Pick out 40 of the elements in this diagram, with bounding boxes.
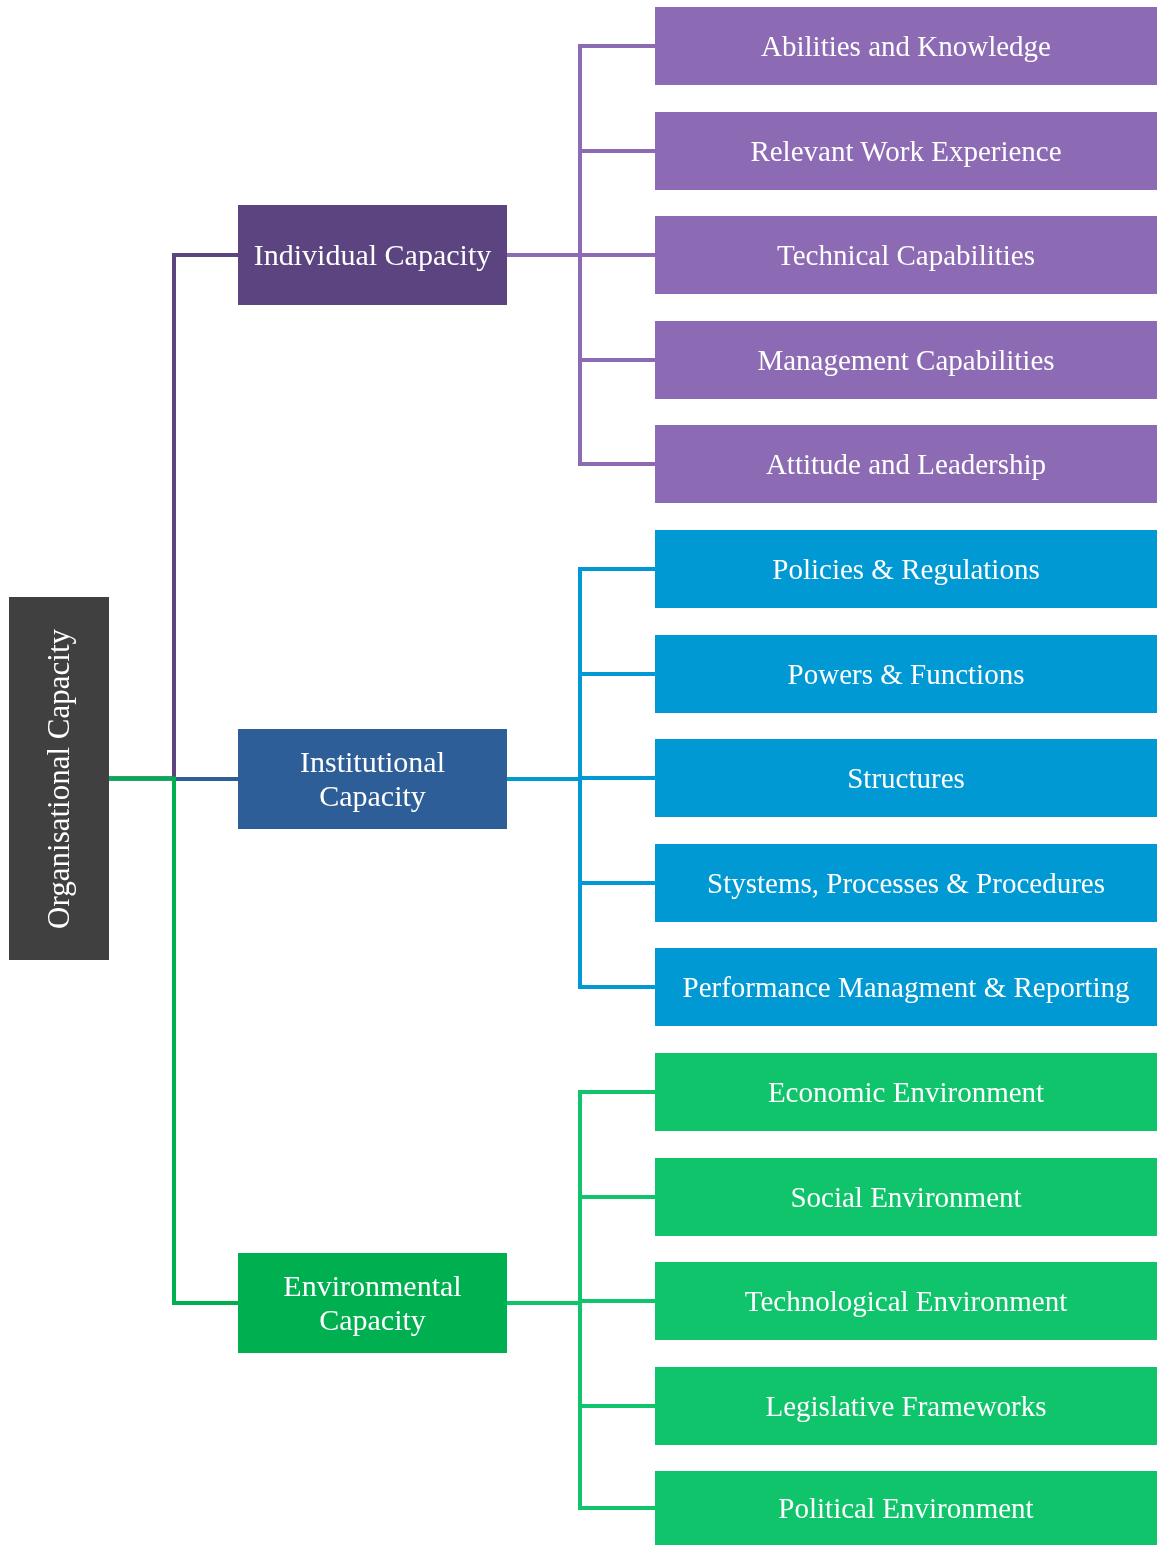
category-box [655,1158,1157,1236]
category-box [655,635,1157,713]
box-label: Relevant Work Experience [749,134,1063,168]
category-box [655,321,1157,399]
category-box [238,205,507,305]
category-box [655,1053,1157,1131]
box-label: Environmental Capacity [282,1269,463,1337]
category-box [655,739,1157,817]
category-box [655,530,1157,608]
box-label: Stystems, Processes & Procedures [706,866,1106,900]
box-label: Technical Capabilities [775,238,1037,272]
box-label: Structures [846,761,966,795]
box-label: Political Environment [777,1491,1035,1525]
category-box [655,1367,1157,1445]
box-label: Institutional Capacity [299,745,446,813]
category-box [238,729,507,829]
category-box [238,1253,507,1353]
box-label: Technological Environment [743,1284,1069,1318]
category-box [655,844,1157,922]
connector-line [109,776,238,1305]
box-label: Policies & Regulations [771,552,1041,586]
category-box [9,597,109,960]
category-box [655,425,1157,503]
box-label: Legislative Frameworks [764,1389,1048,1423]
category-box [655,112,1157,190]
box-label: Individual Capacity [252,238,493,272]
box-label: Powers & Functions [786,657,1026,691]
box-label: Performance Managment & Reporting [681,970,1131,1004]
category-box [655,1471,1157,1545]
category-box [655,948,1157,1026]
box-label: Management Capabilities [756,343,1056,377]
box-label: Organisational Capacity [39,628,77,929]
box-label: Social Environment [789,1180,1023,1214]
box-label: Abilities and Knowledge [760,29,1052,63]
box-label: Economic Environment [766,1075,1046,1109]
category-box [655,216,1157,294]
connector-line [507,253,655,466]
category-box [655,1262,1157,1340]
category-box [655,7,1157,85]
box-label: Attitude and Leadership [764,447,1048,481]
